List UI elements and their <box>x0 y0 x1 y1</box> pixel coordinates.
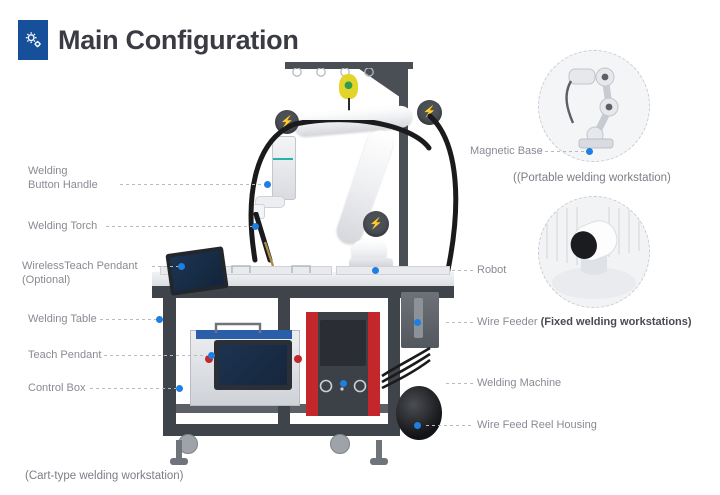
handle-accent-stripe <box>273 158 293 160</box>
caption-cart-workstation: (Cart-type welding workstation) <box>25 470 184 482</box>
leader-welding-machine <box>446 383 474 384</box>
dot-magnetic-base <box>586 148 593 155</box>
gantry-brace <box>355 66 407 102</box>
gears-icon <box>18 20 48 60</box>
label-wire-feeder: Wire Feeder (Fixed welding workstations) <box>477 316 692 328</box>
label-teach-pendant: Teach Pendant <box>28 349 102 361</box>
cart-shelf <box>170 404 396 413</box>
dot-teach-pendant <box>208 352 215 359</box>
wire-feeder-latch <box>414 298 423 338</box>
gantry-rail <box>285 62 413 69</box>
robot-cable-right <box>427 113 459 291</box>
dot-wire-feeder <box>414 319 421 326</box>
leader-wire-feeder <box>446 322 474 323</box>
leader-wireless-teach-pendant <box>152 266 180 267</box>
fixed-workstation-inset <box>538 196 650 308</box>
cart-post-left <box>163 286 176 436</box>
page-header: Main Configuration <box>18 20 299 60</box>
gantry-hangers <box>292 68 374 77</box>
label-welding-button-handle: Welding Button Handle <box>28 165 98 191</box>
robot-joint-wrist: ⚡ <box>363 211 389 237</box>
dot-welding-button-handle <box>264 181 271 188</box>
pendant-estop-right[interactable] <box>294 355 302 363</box>
dot-welding-torch <box>252 223 259 230</box>
dot-control-box <box>176 385 183 392</box>
leader-control-box <box>90 388 178 389</box>
table-slat-right <box>336 266 450 275</box>
welding-machine-panel <box>319 379 367 393</box>
cart-post-right <box>388 286 400 436</box>
label-welding-machine: Welding Machine <box>477 377 562 389</box>
control-box-handle <box>214 322 262 333</box>
table-clamps <box>231 265 311 273</box>
dot-welding-machine <box>340 380 347 387</box>
label-robot: Robot <box>477 264 507 276</box>
caster-right <box>330 434 350 454</box>
robot-cable-left <box>248 120 432 263</box>
portable-robot-arm-photo <box>539 51 649 161</box>
dot-wire-feed-reel-housing <box>414 422 421 429</box>
label-wire-feed-reel-housing: Wire Feed Reel Housing <box>477 419 597 431</box>
torch-cable-and-tip <box>253 212 275 267</box>
leader-welding-torch <box>106 226 254 227</box>
label-welding-table: Welding Table <box>28 313 97 325</box>
leader-welding-button-handle <box>120 184 265 185</box>
dot-welding-table <box>156 316 163 323</box>
dot-wireless-teach-pendant <box>178 263 185 270</box>
portable-workstation-inset <box>538 50 650 162</box>
leader-robot <box>452 270 474 271</box>
leader-wire-feed-reel-housing <box>426 425 474 426</box>
label-wireless-teach-pendant: WirelessTeach Pendant (Optional) <box>22 260 138 286</box>
leveling-foot-right-stem <box>376 440 382 462</box>
leveling-foot-left-pad <box>170 458 188 465</box>
cart-top-rail <box>152 286 454 298</box>
feeder-hoses <box>381 346 431 390</box>
pendant-estop-left[interactable] <box>205 355 213 363</box>
welding-button-handle-part <box>272 136 296 200</box>
leader-teach-pendant <box>104 355 210 356</box>
control-box-stripe <box>196 330 292 339</box>
teach-pendant-screen[interactable] <box>219 345 287 385</box>
wireless-teach-pendant-tablet[interactable] <box>165 246 229 296</box>
label-welding-torch: Welding Torch <box>28 220 98 232</box>
welding-machine-vent <box>320 320 366 366</box>
leader-welding-table <box>100 319 158 320</box>
teach-pendant-unit <box>214 340 292 390</box>
leader-magnetic-base <box>539 151 589 152</box>
leveling-foot-right-pad <box>370 458 388 465</box>
wire-feeder-photo <box>539 197 649 307</box>
leveling-foot-left-stem <box>176 440 182 462</box>
spring-balancer <box>339 74 358 99</box>
gantry-column <box>399 62 408 292</box>
cart-bottom-rail <box>163 424 400 436</box>
label-control-box: Control Box <box>28 382 86 394</box>
tablet-screen[interactable] <box>169 250 225 292</box>
page-title: Main Configuration <box>58 24 299 55</box>
robot-joint-elbow: ⚡ <box>417 100 442 125</box>
dot-robot <box>372 267 379 274</box>
caption-portable-workstation: ((Portable welding workstation) <box>513 172 671 184</box>
label-magnetic-base: Magnetic Base <box>470 145 543 157</box>
wire-feed-reel-housing-part <box>396 386 442 440</box>
